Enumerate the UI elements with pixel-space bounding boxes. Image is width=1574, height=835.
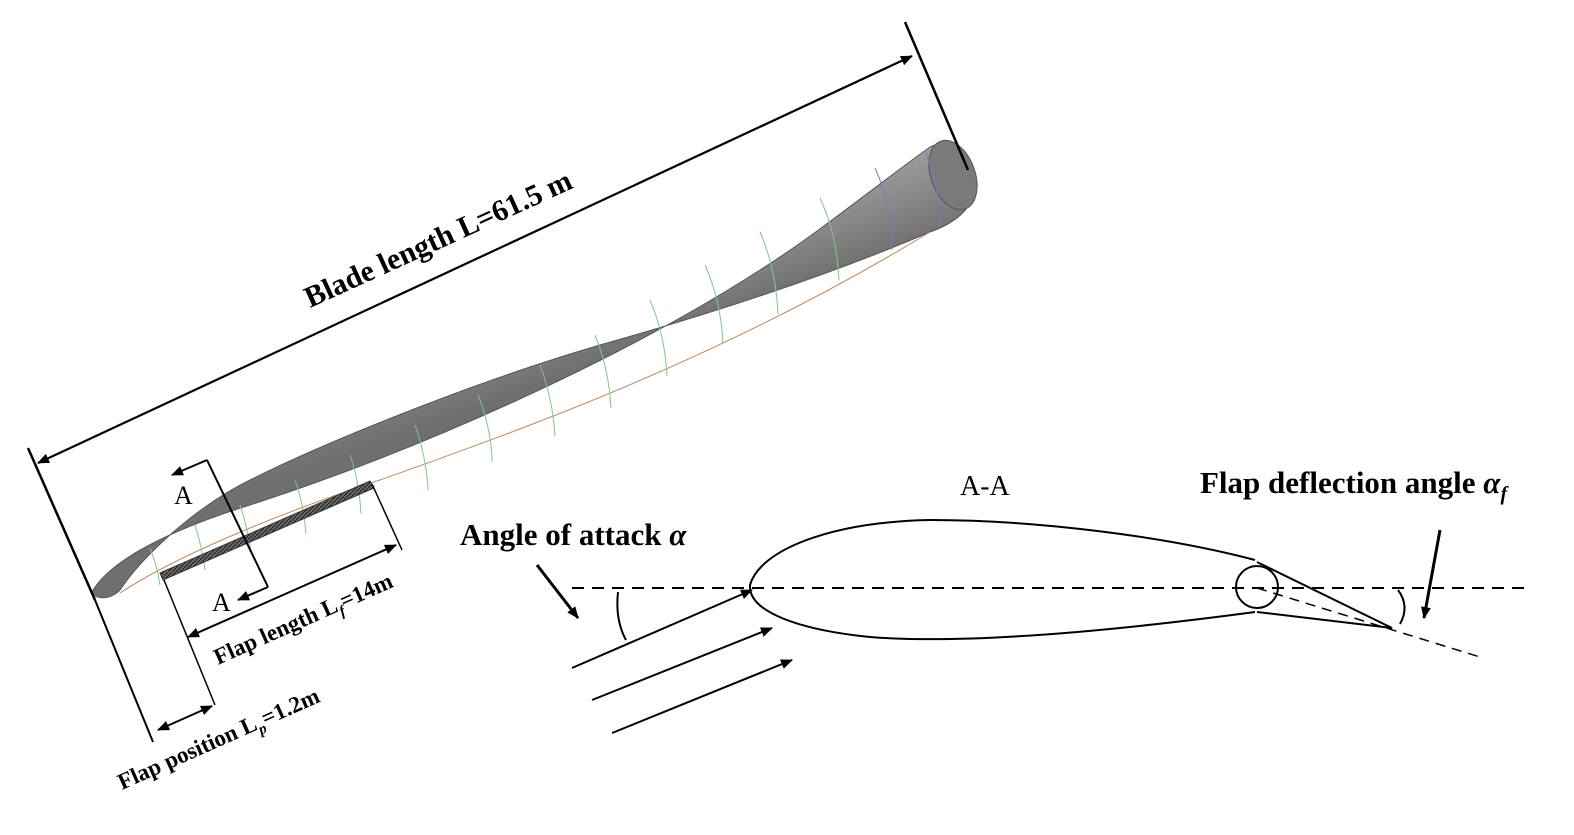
flap-deflection-angle-label: Flap deflection angle αf (1200, 465, 1509, 505)
section-title: A-A (960, 471, 1011, 502)
blade-tip-cap (928, 139, 978, 211)
attack-angle-pointer (535, 564, 580, 619)
attack-angle-arc (616, 591, 627, 641)
blade-length-dimension (26, 21, 970, 601)
angle-of-attack-label: Angle of attack α (460, 517, 687, 552)
flow-arrows (571, 589, 793, 734)
deflected-flap (1256, 561, 1393, 629)
blade-length-label: Blade length L=61.5 m (299, 164, 577, 314)
flap-angle-pointer (1421, 529, 1442, 619)
flap-length-label: Flap length Lf=14m (210, 568, 399, 674)
section-marker-top: A (174, 481, 193, 510)
airfoil-outline (748, 518, 1256, 641)
flap-length-dimension (163, 483, 403, 706)
flap-hinge (1235, 565, 1279, 609)
flap-position-label: Flap position Lp=1.2m (114, 683, 325, 799)
section-marker-bottom: A (212, 588, 231, 617)
flap-reference-line (1256, 587, 1481, 658)
flap-angle-arc (1397, 589, 1406, 625)
airfoil-section (572, 518, 1530, 658)
flap-position-dimension (94, 599, 213, 743)
